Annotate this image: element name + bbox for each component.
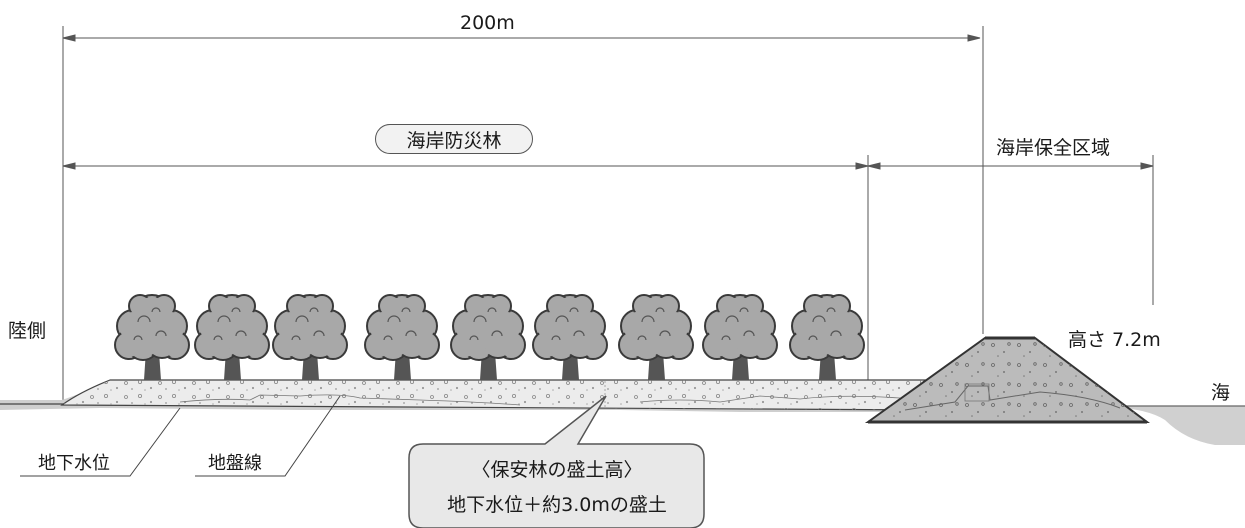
groundwater-label: 地下水位 — [38, 453, 110, 474]
height-label: 高さ 7.2m — [1068, 329, 1161, 351]
tree — [702, 294, 778, 380]
tree — [114, 294, 190, 380]
dimension-coastal-zone — [867, 155, 1154, 305]
callout-title: 〈保安林の盛土高〉 — [471, 459, 643, 481]
coastal-forest-label: 海岸防災林 — [375, 124, 533, 154]
sea-area — [1120, 405, 1245, 445]
coastal-forest-text: 海岸防災林 — [406, 129, 502, 152]
embankment-callout: 〈保安林の盛土高〉 地下水位＋約3.0mの盛土 — [410, 444, 704, 528]
land-side-label: 陸側 — [8, 320, 47, 342]
ground-line-label: 地盤線 — [208, 453, 262, 474]
forest-embankment — [60, 379, 931, 411]
total-width-label: 200m — [460, 12, 515, 34]
callout-body: 地下水位＋約3.0mの盛土 — [447, 494, 667, 516]
leader-lines — [20, 395, 341, 477]
dimension-200m — [62, 26, 984, 404]
tree — [272, 294, 348, 380]
dimension-coastal-forest — [62, 155, 869, 380]
coastal-zone-label: 海岸保全区域 — [996, 137, 1111, 159]
sea-label: 海 — [1211, 382, 1231, 404]
tree — [789, 294, 865, 380]
tree-row — [114, 294, 865, 380]
coastal-levee — [864, 336, 1150, 424]
tree — [194, 294, 270, 380]
tree — [532, 294, 608, 380]
tree — [618, 294, 694, 380]
tree — [450, 294, 526, 380]
tree — [364, 294, 440, 380]
